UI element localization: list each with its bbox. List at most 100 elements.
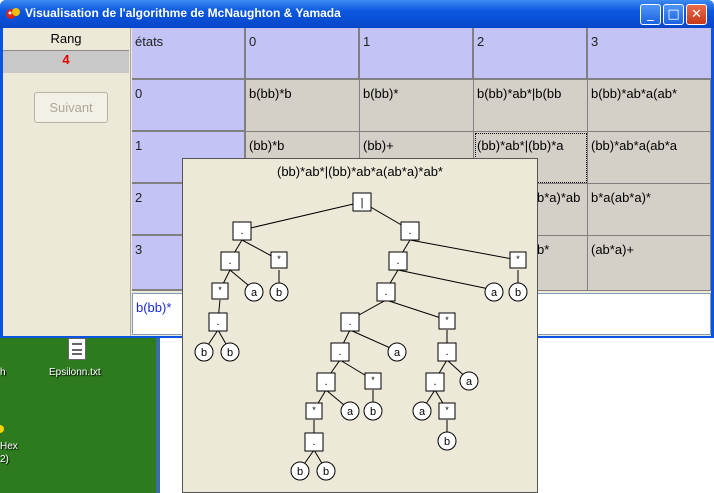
title-bar[interactable] <box>0 0 714 28</box>
tree-node-leaf: b <box>290 461 310 481</box>
svg-text:a: a <box>491 287 498 299</box>
tree-node-operator: . <box>388 251 408 271</box>
svg-text:*: * <box>516 254 520 264</box>
tree-node-operator: . <box>376 282 396 302</box>
svg-text:.: . <box>445 346 448 358</box>
tree-node-leaf: b <box>220 342 240 362</box>
tree-node-operator: . <box>232 221 252 241</box>
tree-node-leaf: a <box>387 342 407 362</box>
tree-node-operator: . <box>437 342 457 362</box>
svg-text:b: b <box>276 287 282 299</box>
rank-label: Rang <box>50 31 82 46</box>
grid-cell[interactable]: b(bb)*b <box>246 80 360 132</box>
svg-text:a: a <box>466 376 473 388</box>
desktop-file-label[interactable]: Epsilonn.txt <box>49 367 101 378</box>
tree-node-leaf: a <box>244 282 264 302</box>
svg-text:.: . <box>240 225 243 237</box>
minimize-button[interactable]: _ <box>640 4 661 25</box>
svg-text:a: a <box>394 347 401 359</box>
svg-text:*: * <box>312 405 316 415</box>
syntax-tree: (bb)*ab*|(bb)*ab*a(ab*a)*ab* <box>194 164 528 481</box>
yellow-dot-icon <box>0 425 4 433</box>
tree-node-operator: . <box>304 432 324 452</box>
grid-cell[interactable]: b(bb)*ab*|b(bb <box>474 80 588 132</box>
rank-value-box <box>3 50 129 73</box>
svg-text:.: . <box>348 316 351 328</box>
tree-node-operator: * <box>211 282 229 300</box>
svg-text:.: . <box>408 225 411 237</box>
tree-node-leaf: a <box>340 401 360 421</box>
app-icon[interactable] <box>5 5 21 21</box>
svg-text:*: * <box>218 285 222 295</box>
desktop-background <box>0 336 160 493</box>
window-title: Visualisation de l'algorithme de McNaugh… <box>25 6 341 20</box>
svg-text:a: a <box>347 406 354 418</box>
svg-text:.: . <box>384 286 387 298</box>
explorer-window-border <box>156 336 160 493</box>
svg-text:.: . <box>433 376 436 388</box>
svg-text:|: | <box>361 197 364 209</box>
next-button[interactable]: Suivant <box>34 92 108 123</box>
tree-node-operator: * <box>438 402 456 420</box>
svg-text:.: . <box>338 346 341 358</box>
tree-node-leaf: b <box>363 401 383 421</box>
close-button[interactable]: ✕ <box>686 4 707 25</box>
tree-edges <box>203 201 519 471</box>
tree-node-leaf: b <box>316 461 336 481</box>
left-panel <box>3 28 131 336</box>
grid-cell[interactable]: (ab*a)+ <box>588 236 711 291</box>
tree-node-leaf: a <box>412 401 432 421</box>
tree-node-operator: . <box>208 312 228 332</box>
desktop-label-2[interactable]: 2) <box>0 454 9 465</box>
svg-text:*: * <box>277 254 281 264</box>
tree-node-leaf: a <box>459 371 479 391</box>
svg-text:b: b <box>227 347 233 359</box>
tree-node-operator: * <box>270 251 288 269</box>
svg-text:b: b <box>297 466 303 478</box>
syntax-tree-popup <box>182 158 538 493</box>
tree-node-leaf: b <box>269 282 289 302</box>
tree-nodes: | . . * * a b . b b . . * a b . . * . a … <box>194 192 528 481</box>
tree-title: (bb)*ab*|(bb)*ab*a(ab*a)*ab* <box>277 164 443 179</box>
svg-text:.: . <box>312 436 315 448</box>
desktop-label-hex[interactable]: Hex <box>0 441 18 452</box>
svg-text:.: . <box>216 316 219 328</box>
svg-text:*: * <box>445 405 449 415</box>
grid-corner-header: états <box>132 28 246 80</box>
grid-cell[interactable]: b(bb)* <box>360 80 474 132</box>
svg-text:.: . <box>396 255 399 267</box>
svg-text:.: . <box>228 255 231 267</box>
svg-text:b: b <box>201 347 207 359</box>
tree-node-leaf: b <box>508 282 528 302</box>
svg-text:.: . <box>324 376 327 388</box>
tree-node-operator: * <box>438 312 456 330</box>
grid-cell[interactable]: (bb)*ab*a(ab*a <box>588 132 711 184</box>
tree-node-operator: . <box>316 372 336 392</box>
svg-text:b: b <box>370 406 376 418</box>
text-file-icon[interactable] <box>68 338 86 360</box>
svg-text:b: b <box>444 436 450 448</box>
tree-node-leaf: b <box>437 431 457 451</box>
tree-node-leaf: a <box>484 282 504 302</box>
tree-node-operator: . <box>340 312 360 332</box>
tree-node-operator: . <box>425 372 445 392</box>
column-header: 0 <box>246 28 360 80</box>
tree-node-operator: * <box>509 251 527 269</box>
grid-cell[interactable]: b*a(ab*a)* <box>588 184 711 236</box>
row-header: 0 <box>132 80 246 132</box>
svg-text:a: a <box>419 406 426 418</box>
tree-node-operator: * <box>305 402 323 420</box>
tree-node-operator: * <box>364 372 382 390</box>
tree-node-operator: | <box>352 192 372 212</box>
svg-text:b: b <box>323 466 329 478</box>
tree-node-operator: . <box>330 342 350 362</box>
tree-node-operator: . <box>400 221 420 241</box>
rank-value: 4 <box>62 52 70 67</box>
svg-text:*: * <box>371 375 375 385</box>
column-header: 1 <box>360 28 474 80</box>
maximize-button[interactable]: □ <box>663 4 684 25</box>
column-header: 2 <box>474 28 588 80</box>
desktop-label-left[interactable]: h <box>0 367 6 378</box>
svg-text:*: * <box>445 315 449 325</box>
grid-cell[interactable]: b(bb)*ab*a(ab* <box>588 80 711 132</box>
